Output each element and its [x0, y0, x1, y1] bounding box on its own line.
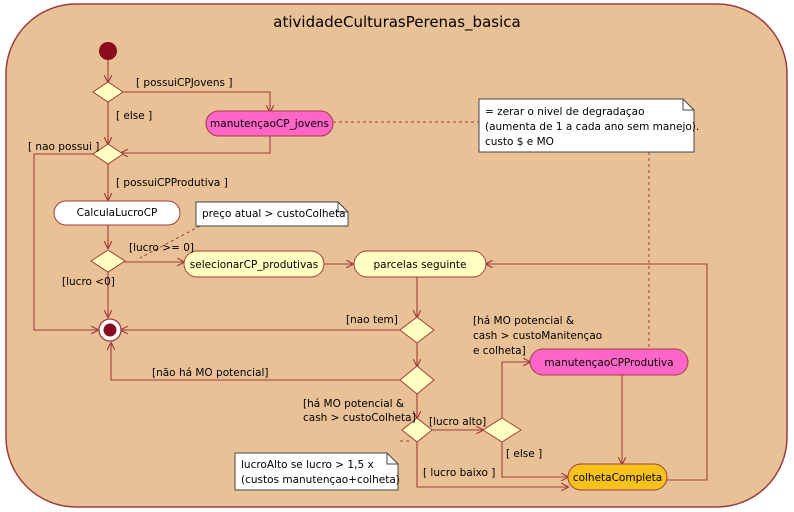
initial-node [99, 42, 117, 60]
note-preco: preço atual > custoColheta [195, 201, 349, 227]
guard-ha-mo-colheita-2: cash > custoColheta] [303, 412, 416, 424]
svg-text:(aumenta de 1 a cada ano sem m: (aumenta de 1 a cada ano sem manejo). [485, 121, 699, 133]
diagram-title: atividadeCulturasPerenas_basica [273, 13, 520, 32]
svg-text:lucroAlto se lucro > 1,5 x: lucroAlto se lucro > 1,5 x [241, 459, 374, 471]
svg-text:CalculaLucroCP: CalculaLucroCP [77, 207, 158, 219]
action-manutencao-jovens[interactable]: manutençaoCP_jovens [205, 110, 334, 137]
guard-else-2: [ else ] [506, 448, 542, 460]
action-colheta-completa[interactable]: colhetaCompleta [567, 463, 668, 491]
svg-text:parcelas seguinte: parcelas seguinte [374, 259, 467, 271]
guard-nao-ha-mo: [não há MO potencial] [152, 367, 269, 379]
svg-text:= zerar o nivel de degradaçao: = zerar o nivel de degradaçao [485, 106, 645, 118]
svg-text:(custos manutençao+colheta): (custos manutençao+colheta) [241, 474, 400, 486]
guard-else-1: [ else ] [116, 110, 152, 122]
action-calcula-lucro[interactable]: CalculaLucroCP [53, 200, 181, 226]
guard-ha-mo-colheita-1: [há MO potencial & [303, 398, 404, 410]
note-degradacao: = zerar o nivel de degradaçao (aumenta d… [478, 98, 699, 153]
svg-text:selecionarCP_produtivas: selecionarCP_produtivas [190, 259, 318, 271]
action-manutencao-produtiva[interactable]: manutençaoCPProdutiva [529, 348, 689, 376]
svg-text:manutençaoCPProdutiva: manutençaoCPProdutiva [544, 357, 673, 369]
guard-lucro-baixo: [ lucro baixo ] [423, 467, 495, 479]
action-selecionar-produtivas[interactable]: selecionarCP_produtivas [183, 250, 325, 278]
guard-ha-mo-manut-3: e colheta] [473, 345, 526, 357]
decision-parcelas [399, 316, 435, 344]
guard-lucro-alto: [lucro alto] [429, 416, 486, 428]
guard-possui-jovens: [ possuiCPJovens ] [136, 77, 232, 89]
guard-nao-tem: [nao tem] [346, 314, 398, 326]
final-node [98, 318, 122, 342]
decision-colheita [401, 417, 433, 443]
guard-nao-possui: [ nao possui ] [28, 141, 99, 153]
guard-lucro-ge0: [lucro >= 0] [129, 242, 194, 254]
decision-possui-produtiva [92, 143, 124, 165]
decision-mao-obra [399, 365, 435, 395]
edges [33, 60, 708, 487]
svg-text:manutençaoCP_jovens: manutençaoCP_jovens [210, 118, 329, 130]
guard-possui-produtiva: [ possuiCPProdutiva ] [116, 177, 228, 189]
guard-ha-mo-manut-2: cash > custoManitençao [473, 330, 602, 342]
svg-text:colhetaCompleta: colhetaCompleta [573, 472, 662, 484]
guard-lucro-lt0: [lucro <0] [62, 276, 115, 288]
guard-labels: [ possuiCPJovens ] [ else ] [ nao possui… [28, 77, 602, 479]
decision-lucro-alto [482, 417, 522, 443]
note-connectors [139, 121, 650, 442]
guard-ha-mo-manut-1: [há MO potencial & [473, 315, 574, 327]
svg-text:preço atual > custoColheta: preço atual > custoColheta [202, 208, 346, 220]
decision-possui-jovens [92, 81, 124, 103]
note-lucro-alto: lucroAlto se lucro > 1,5 x (custos manut… [234, 452, 400, 491]
action-parcelas-seguinte[interactable]: parcelas seguinte [353, 250, 487, 278]
decisions [90, 81, 522, 443]
decision-lucro [90, 249, 126, 273]
svg-text:custo $ e MO: custo $ e MO [485, 136, 554, 148]
